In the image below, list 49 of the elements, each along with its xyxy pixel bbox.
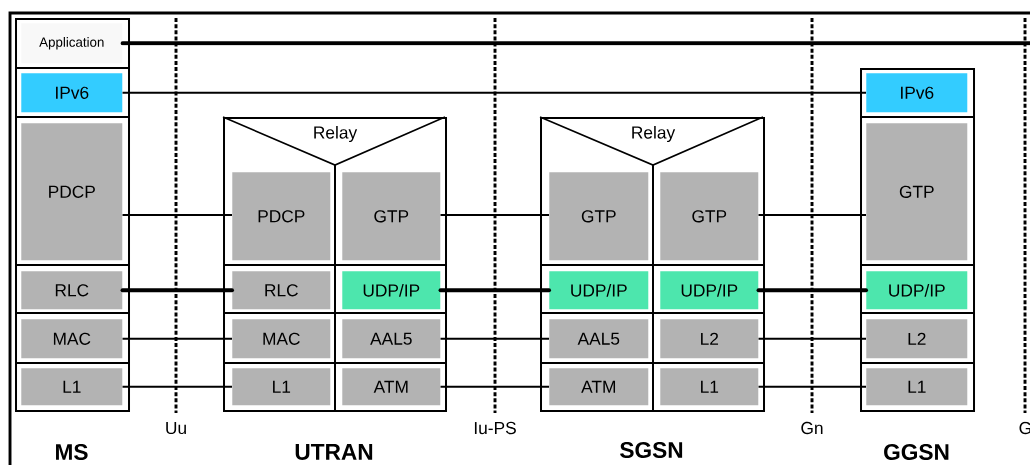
- connector-line: [121, 91, 867, 94]
- layer-box: PDCP: [21, 123, 123, 261]
- connector-line: [120, 41, 1030, 46]
- layer-box: IPv6: [866, 73, 968, 113]
- layer-box: PDCP: [232, 172, 331, 261]
- layer-box: MAC: [21, 319, 123, 359]
- connector-line: [757, 385, 867, 388]
- layer-box: GTP: [342, 172, 441, 261]
- layer-box: L2: [660, 319, 759, 359]
- layer-box: RLC: [21, 271, 123, 310]
- stack-label: SGSN: [620, 442, 683, 459]
- connector-line: [756, 288, 868, 293]
- interface-label: G: [1019, 421, 1030, 435]
- layer-box: UDP/IP: [866, 271, 968, 310]
- layer-box: L1: [232, 368, 331, 406]
- layer-box: GTP: [660, 172, 759, 261]
- layer-box: UDP/IP: [660, 271, 759, 310]
- layer-box: GTP: [866, 123, 968, 261]
- connector-line: [439, 337, 550, 340]
- layer-box: Application: [21, 23, 123, 64]
- layer-box: L1: [660, 368, 759, 406]
- layer-box: RLC: [232, 271, 331, 310]
- connector-line: [121, 385, 233, 388]
- stack-label: UTRAN: [295, 444, 373, 460]
- layer-box: L1: [866, 368, 968, 406]
- interface-label: Uu: [166, 421, 186, 435]
- layer-box: L2: [866, 319, 968, 359]
- connector-line: [757, 337, 867, 340]
- layer-box: AAL5: [549, 319, 649, 359]
- connector-line: [120, 288, 234, 293]
- layer-box: UDP/IP: [549, 271, 649, 310]
- layer-box: IPv6: [21, 73, 123, 113]
- layer-box: L1: [21, 368, 123, 406]
- connector-line: [121, 337, 233, 340]
- layer-box: ATM: [549, 368, 649, 406]
- connector-line: [439, 385, 550, 388]
- layer-box: ATM: [342, 368, 441, 406]
- stack-label: GGSN: [884, 444, 949, 461]
- layer-box: GTP: [549, 172, 649, 261]
- connector-line: [439, 214, 550, 216]
- interface-label: Iu-PS: [474, 421, 516, 435]
- layer-box: UDP/IP: [342, 271, 441, 310]
- layer-box: AAL5: [342, 319, 441, 359]
- connector-line: [757, 214, 867, 216]
- layer-box: MAC: [232, 319, 331, 359]
- connector-line: [121, 214, 233, 216]
- interface-label: Gn: [801, 421, 823, 435]
- stack-label: MS: [56, 444, 88, 461]
- connector-line: [438, 288, 551, 293]
